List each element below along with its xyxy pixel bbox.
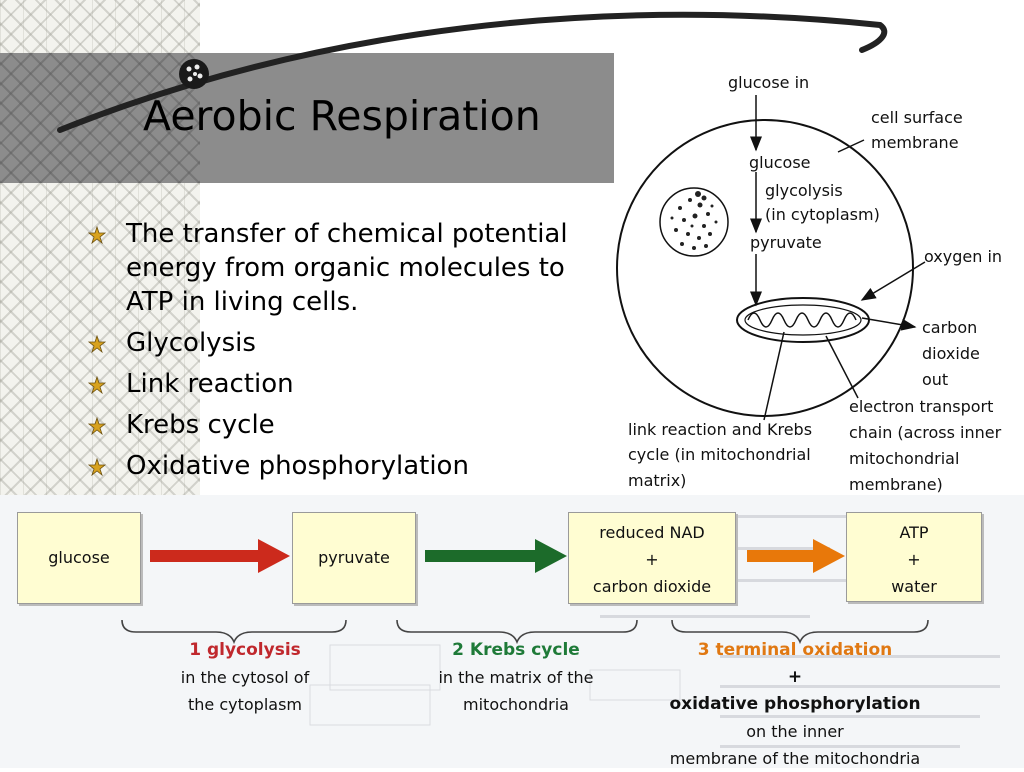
step-terminal: 3 terminal oxidation + oxidative phospho…: [655, 637, 935, 772]
step-krebs-heading: 2 Krebs cycle: [452, 640, 580, 660]
arrow-terminal: [747, 539, 845, 573]
nucleus: [659, 187, 729, 257]
box-glucose-text: glucose: [48, 548, 110, 567]
label-link-3: matrix): [628, 471, 686, 490]
step-terminal-plus: +: [787, 667, 803, 687]
title-bar-pattern: [0, 53, 200, 183]
bullet-text: Link reaction: [126, 369, 294, 399]
label-oxygen-in: oxygen in: [924, 247, 1002, 266]
box-atp-line2: +: [907, 550, 921, 569]
label-link-2: cycle (in mitochondrial: [628, 445, 811, 464]
bullet-text: Glycolysis: [126, 328, 256, 358]
step-terminal-line3: on the inner: [746, 722, 844, 741]
label-etc-2: chain (across inner: [849, 423, 1002, 442]
box-atp-line3: water: [891, 577, 937, 596]
mitochondrion: [736, 297, 870, 343]
slide-title: Aerobic Respiration: [143, 92, 541, 140]
braces: [121, 619, 929, 645]
brace-terminal: [671, 619, 929, 645]
label-glucose: glucose: [749, 153, 811, 172]
bullet-item: Krebs cycle: [84, 408, 594, 442]
swoosh-decoration: [57, 11, 888, 133]
bullet-star-icon: [88, 226, 106, 244]
pathway-panel: glucose pyruvate reduced NAD + carbon di…: [0, 495, 1024, 768]
label-pyruvate: pyruvate: [750, 233, 822, 252]
bullet-star-icon: [88, 417, 106, 435]
label-dioxide: dioxide: [922, 344, 980, 363]
step-glycolysis: 1 glycolysis in the cytosol of the cytop…: [145, 637, 345, 718]
box-pyruvate-text: pyruvate: [318, 548, 390, 567]
step-krebs: 2 Krebs cycle in the matrix of the mitoc…: [416, 637, 616, 718]
box-atp: ATP + water: [846, 512, 982, 602]
box-atp-line1: ATP: [899, 523, 929, 542]
bullet-star-icon: [88, 458, 106, 476]
brace-krebs: [396, 619, 638, 645]
arrow-krebs: [425, 539, 567, 573]
box-reduced-nad: reduced NAD + carbon dioxide: [568, 512, 736, 604]
label-etc-1: electron transport: [849, 397, 993, 416]
bullet-item: The transfer of chemical potential energ…: [84, 217, 594, 319]
step-glycolysis-heading: 1 glycolysis: [189, 640, 301, 660]
step-krebs-line1: in the matrix of the: [438, 668, 594, 687]
step-terminal-heading: 3 terminal oxidation: [697, 640, 893, 660]
label-out: out: [922, 370, 948, 389]
label-in-cytoplasm: (in cytoplasm): [765, 205, 880, 224]
step-terminal-line4: membrane of the mitochondria: [669, 749, 921, 768]
label-glucose-in: glucose in: [728, 73, 809, 92]
step-krebs-line2: mitochondria: [463, 695, 569, 714]
step-glycolysis-line1: in the cytosol of: [180, 668, 310, 687]
box-nad-line3: carbon dioxide: [592, 577, 712, 596]
cell-diagram: glucose in cell surface membrane glucose…: [614, 60, 1024, 495]
label-etc-3: mitochondrial: [849, 449, 959, 468]
label-carbon: carbon: [922, 318, 977, 337]
box-nad-line2: +: [645, 550, 659, 569]
step-glycolysis-line2: the cytoplasm: [188, 695, 302, 714]
bullet-star-icon: [88, 376, 106, 394]
label-glycolysis: glycolysis: [765, 181, 843, 200]
pathway-arrows: [121, 539, 929, 645]
label-etc-4: membrane): [849, 475, 943, 494]
label-membrane: membrane: [871, 133, 959, 152]
box-glucose: glucose: [17, 512, 141, 604]
box-pyruvate: pyruvate: [292, 512, 416, 604]
bullet-item: Oxidative phosphorylation: [84, 449, 594, 483]
cristae: [747, 312, 857, 328]
cell-diagram-svg: glucose in cell surface membrane glucose…: [616, 73, 1002, 494]
title-bar: [0, 53, 614, 183]
label-link-1: link reaction and Krebs: [628, 420, 812, 439]
bullet-text: Oxidative phosphorylation: [126, 451, 469, 481]
brace-glycolysis: [121, 619, 347, 645]
label-cell-surface: cell surface: [871, 108, 963, 127]
bullet-star-icon: [88, 335, 106, 353]
box-nad-line1: reduced NAD: [599, 523, 705, 542]
arrow-glycolysis: [150, 539, 290, 573]
bullet-text: Krebs cycle: [126, 410, 275, 440]
bullet-text: The transfer of chemical potential energ…: [126, 219, 568, 317]
step-terminal-oxphos: oxidative phosphorylation: [669, 694, 921, 714]
bullet-item: Link reaction: [84, 367, 594, 401]
bullet-list: The transfer of chemical potential energ…: [84, 217, 594, 490]
bullet-item: Glycolysis: [84, 326, 594, 360]
nucleus-dots: [670, 191, 718, 250]
